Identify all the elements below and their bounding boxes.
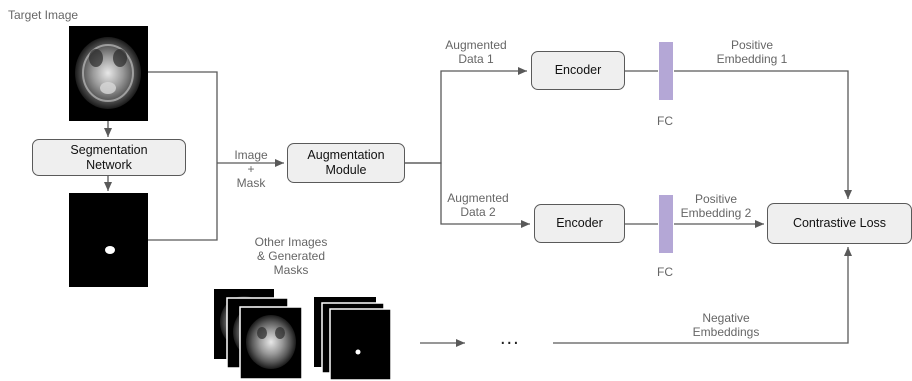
connector-image-mask-merge — [148, 71, 218, 241]
image-mask-line-1: Image — [234, 148, 268, 162]
positive-embedding-2-line-2: Embedding 2 — [680, 206, 752, 220]
augmented-data-1-line-2: Data 1 — [458, 52, 494, 66]
target-image-label: Target Image — [8, 8, 79, 22]
positive-embedding-2-label: Positive Embedding 2 — [670, 192, 762, 220]
positive-embedding-1-label: Positive Embedding 1 — [702, 38, 802, 66]
target-mask-image — [69, 193, 148, 287]
negative-embeddings-line-2: Embeddings — [692, 325, 760, 339]
other-images-line-2: & Generated — [256, 249, 326, 263]
augmented-data-2-line-2: Data 2 — [460, 205, 496, 219]
fc-bottom-bar — [659, 195, 673, 253]
contrastive-loss-box: Contrastive Loss — [767, 203, 912, 244]
arrow-to-encoder-top — [405, 67, 527, 164]
arrow-negative-embeddings — [553, 247, 852, 344]
encoder-bottom-box: Encoder — [534, 204, 625, 243]
negative-embeddings-line-1: Negative — [702, 311, 750, 325]
augmentation-module-line-1: Augmentation — [307, 148, 385, 162]
positive-embedding-2-line-1: Positive — [694, 192, 738, 206]
image-mask-line-2: + — [247, 162, 255, 176]
negative-embeddings-label: Negative Embeddings — [676, 311, 776, 339]
segmentation-network-line-1: Segmentation — [70, 142, 148, 157]
ellipsis-text: ... — [500, 327, 520, 349]
other-images-line-1: Other Images — [254, 235, 328, 249]
positive-embedding-1-line-1: Positive — [730, 38, 774, 52]
other-images-label: Other Images & Generated Masks — [236, 235, 346, 277]
augmented-data-1-label: Augmented Data 1 — [438, 38, 514, 66]
positive-embedding-1-line-2: Embedding 1 — [716, 52, 788, 66]
augmentation-module-box: Augmentation Module — [287, 143, 405, 183]
encoder-top-box: Encoder — [531, 51, 625, 90]
augmentation-module-line-2: Module — [325, 163, 367, 177]
segmentation-network-box: Segmentation Network — [32, 139, 186, 176]
image-mask-line-3: Mask — [236, 176, 266, 190]
arrow-to-encoder-bottom — [405, 162, 530, 228]
fc-top-bar — [659, 42, 673, 100]
segmentation-network-line-2: Network — [86, 157, 132, 172]
other-images-line-3: Masks — [273, 263, 309, 277]
augmented-data-2-label: Augmented Data 2 — [440, 191, 516, 219]
other-mask-stack — [314, 297, 392, 381]
other-mri-stack — [214, 289, 303, 380]
fc-bottom-label: FC — [657, 265, 673, 279]
fc-top-label: FC — [657, 114, 673, 128]
augmented-data-2-line-1: Augmented — [447, 191, 509, 205]
arrow-positive-embedding-1 — [674, 70, 852, 199]
augmented-data-1-line-1: Augmented — [445, 38, 507, 52]
image-mask-label: Image + Mask — [226, 148, 276, 190]
target-mri-image — [69, 26, 148, 121]
